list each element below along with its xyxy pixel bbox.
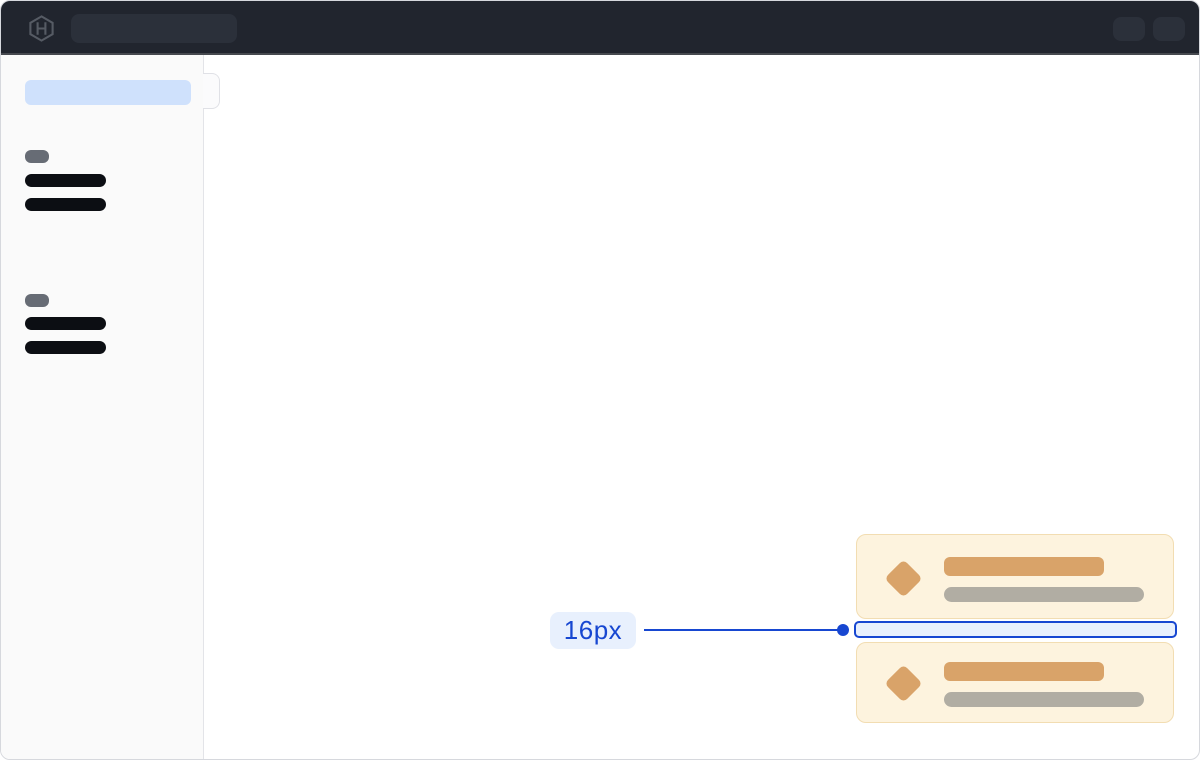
sidebar-section-label-placeholder	[25, 294, 49, 307]
list-card[interactable]	[856, 642, 1174, 723]
card-title-placeholder	[944, 662, 1104, 681]
card-subtitle-placeholder	[944, 587, 1144, 602]
sidebar-section-label-placeholder	[25, 150, 49, 163]
sidebar-active-item-placeholder[interactable]	[25, 80, 191, 105]
sidebar-item-placeholder[interactable]	[25, 341, 106, 354]
nav-action-placeholder-2[interactable]	[1153, 17, 1185, 41]
nav-action-placeholder-1[interactable]	[1113, 17, 1145, 41]
annotation-line	[644, 629, 840, 631]
sidebar-toggle-handle[interactable]	[203, 73, 220, 109]
hashicorp-logo-icon[interactable]	[29, 15, 54, 42]
spacing-highlight-box	[854, 621, 1177, 638]
sidebar-item-placeholder[interactable]	[25, 317, 106, 330]
card-title-placeholder	[944, 557, 1104, 576]
diamond-icon	[884, 664, 923, 703]
sidebar-item-placeholder[interactable]	[25, 198, 106, 211]
annotation-dot	[837, 624, 849, 636]
diamond-icon	[884, 559, 923, 598]
nav-search-placeholder[interactable]	[71, 14, 237, 43]
sidebar	[1, 55, 204, 759]
list-card[interactable]	[856, 534, 1174, 619]
top-nav-bar	[1, 1, 1199, 55]
sidebar-item-placeholder[interactable]	[25, 174, 106, 187]
spacing-label: 16px	[550, 612, 636, 649]
card-subtitle-placeholder	[944, 692, 1144, 707]
